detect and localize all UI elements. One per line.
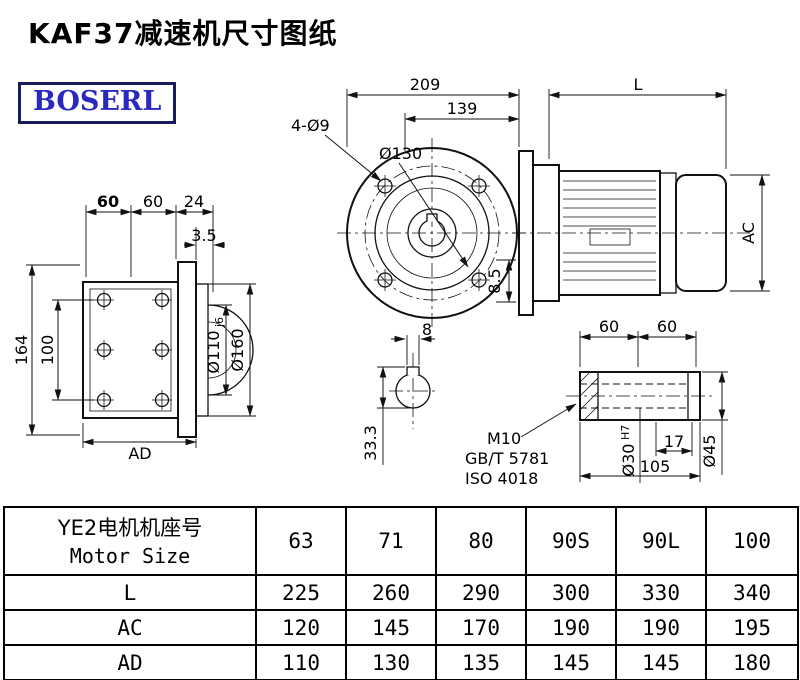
table-header-cell: 63	[255, 506, 347, 576]
table-header-cell: 90S	[525, 506, 617, 576]
dim-60-first: 60	[97, 192, 119, 211]
table-header-cell: YE2电机机座号 Motor Size	[3, 506, 257, 576]
table-cell: 260	[345, 574, 437, 611]
table-header-cell: 100	[705, 506, 799, 576]
dim-60-second: 60	[143, 192, 163, 211]
boserl-logo: BOSERL	[18, 82, 177, 124]
front-flange-view: 209 139 4-Ø9 Ø130	[291, 75, 527, 328]
table-cell: 130	[345, 644, 437, 680]
table-cell: 120	[255, 609, 347, 646]
hollow-shaft-view: 60 60 17 105 Ø30 H7 Ø45	[566, 317, 728, 483]
table-header-cell: 71	[345, 506, 437, 576]
motor-size-table: YE2电机机座号 Motor Size 63 71 80 90S 90L 100…	[3, 506, 799, 680]
table-cell: 190	[615, 609, 707, 646]
table-header-cell: 80	[435, 506, 527, 576]
shaft-section-view: 8 33.3 M10 GB/T 5781 ISO 4018	[361, 320, 577, 488]
bolt-circle-callout: Ø130	[379, 144, 422, 163]
motor-size-label-en: Motor Size	[69, 543, 191, 568]
table-cell: 170	[435, 609, 527, 646]
dia-30-tolerance: H7	[619, 425, 632, 440]
table-row-AD: AD 110 130 135 145 145 180	[3, 644, 799, 680]
hole-callout: 4-Ø9	[291, 116, 330, 135]
dia-30-label: Ø30	[619, 444, 638, 477]
dim-17: 17	[664, 432, 684, 451]
dim-AC: AC	[739, 222, 758, 244]
motor-size-label-cn: YE2电机机座号	[57, 516, 203, 541]
table-row-AC: AC 120 145 170 190 190 195	[3, 609, 799, 646]
dim-L: L	[634, 75, 643, 94]
table-cell: 290	[435, 574, 527, 611]
page-title: KAF37减速机尺寸图纸	[28, 17, 338, 50]
row-label-cell: AC	[3, 609, 257, 646]
dim-209: 209	[410, 75, 441, 94]
standard-gb-label: GB/T 5781	[465, 449, 549, 468]
dim-key-depth: 33.3	[361, 425, 380, 461]
dia-45-label: Ø45	[700, 435, 719, 468]
table-cell: 145	[345, 609, 437, 646]
table-cell: 195	[705, 609, 799, 646]
table-cell: 180	[705, 644, 799, 680]
table-row-L: L 225 260 290 300 330 340	[3, 574, 799, 611]
thread-callout: M10	[487, 429, 521, 448]
dim-3-5: 3.5	[191, 226, 216, 245]
table-cell: 330	[615, 574, 707, 611]
table-cell: 110	[255, 644, 347, 680]
table-cell: 145	[525, 644, 617, 680]
dim-key-width: 8	[422, 320, 432, 339]
table-cell: 340	[705, 574, 799, 611]
table-cell: 190	[525, 609, 617, 646]
motor-side-view: L AC 8.5	[485, 75, 770, 316]
standard-iso-label: ISO 4018	[465, 469, 538, 488]
row-label-cell: AD	[3, 644, 257, 680]
dia-160-label: Ø160	[228, 328, 247, 371]
table-cell: 135	[435, 644, 527, 680]
dia-110-tolerance: j6	[213, 317, 226, 328]
table-header-cell: 90L	[615, 506, 707, 576]
table-cell: 300	[525, 574, 617, 611]
table-cell: 145	[615, 644, 707, 680]
dim-100: 100	[38, 335, 57, 366]
dim-105: 105	[640, 457, 671, 476]
technical-drawing: 209 139 4-Ø9 Ø130	[12, 75, 770, 488]
dim-8-5: 8.5	[485, 268, 504, 293]
dim-60-shaft-2: 60	[657, 317, 677, 336]
table-cell: 225	[255, 574, 347, 611]
housing-left-view: 60 60 24 3.5 164 100 AD	[12, 192, 256, 463]
dim-AD: AD	[128, 444, 151, 463]
dim-164: 164	[12, 335, 31, 366]
table-header-row: YE2电机机座号 Motor Size 63 71 80 90S 90L 100	[3, 506, 799, 576]
dia-110-label: Ø110	[204, 330, 223, 373]
dim-24: 24	[184, 192, 204, 211]
dim-60-shaft-1: 60	[599, 317, 619, 336]
row-label-cell: L	[3, 574, 257, 611]
dim-139: 139	[447, 99, 478, 118]
